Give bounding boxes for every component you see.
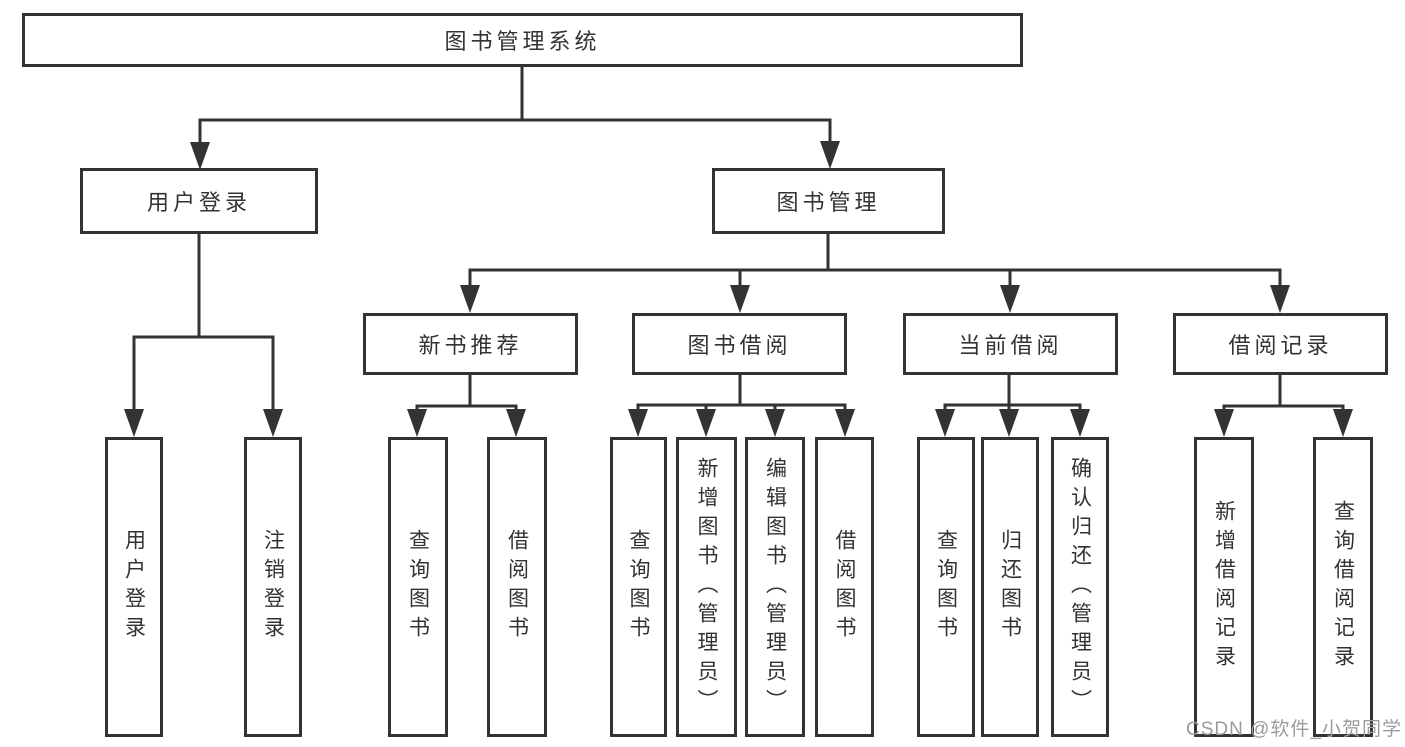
arrow-down-icon xyxy=(124,409,144,437)
arrow-down-icon xyxy=(1000,285,1020,313)
node-new-books: 新书推荐 xyxy=(363,313,578,375)
arrow-down-icon xyxy=(628,409,648,437)
arrow-down-icon xyxy=(263,409,283,437)
leaf-records-add: 新增借阅记录 xyxy=(1194,437,1254,737)
arrow-down-icon xyxy=(820,141,840,169)
arrow-down-icon xyxy=(190,142,210,170)
arrow-down-icon xyxy=(460,285,480,313)
leaf-borrow-add-admin: 新增图书（管理员） xyxy=(676,437,737,737)
leaf-current-return: 归还图书 xyxy=(981,437,1039,737)
leaf-borrow-edit-admin: 编辑图书（管理员） xyxy=(745,437,805,737)
leaf-new-books-borrow: 借阅图书 xyxy=(487,437,547,737)
arrow-down-icon xyxy=(999,409,1019,437)
arrow-down-icon xyxy=(1333,409,1353,437)
node-current-borrow: 当前借阅 xyxy=(903,313,1118,375)
arrow-down-icon xyxy=(835,409,855,437)
leaf-logout: 注销登录 xyxy=(244,437,302,737)
node-book-borrow: 图书借阅 xyxy=(632,313,847,375)
csdn-watermark: CSDN @软件_小贺同学 xyxy=(1186,719,1402,740)
arrowheads xyxy=(124,141,1353,437)
arrow-down-icon xyxy=(696,409,716,437)
leaf-borrow-search: 查询图书 xyxy=(610,437,667,737)
node-root-system: 图书管理系统 xyxy=(22,13,1023,67)
leaf-records-search: 查询借阅记录 xyxy=(1313,437,1373,737)
arrow-down-icon xyxy=(506,409,526,437)
arrow-down-icon xyxy=(407,409,427,437)
leaf-current-confirm-admin: 确认归还（管理员） xyxy=(1051,437,1109,737)
arrow-down-icon xyxy=(730,285,750,313)
arrow-down-icon xyxy=(1070,409,1090,437)
node-user-login: 用户登录 xyxy=(80,168,318,234)
arrow-down-icon xyxy=(1214,409,1234,437)
arrow-down-icon xyxy=(1270,285,1290,313)
arrow-down-icon xyxy=(935,409,955,437)
leaf-user-login: 用户登录 xyxy=(105,437,163,737)
node-book-management: 图书管理 xyxy=(712,168,945,234)
leaf-borrow-borrow: 借阅图书 xyxy=(815,437,874,737)
leaf-new-books-search: 查询图书 xyxy=(388,437,448,737)
node-borrow-records: 借阅记录 xyxy=(1173,313,1388,375)
leaf-current-search: 查询图书 xyxy=(917,437,975,737)
arrow-down-icon xyxy=(765,409,785,437)
